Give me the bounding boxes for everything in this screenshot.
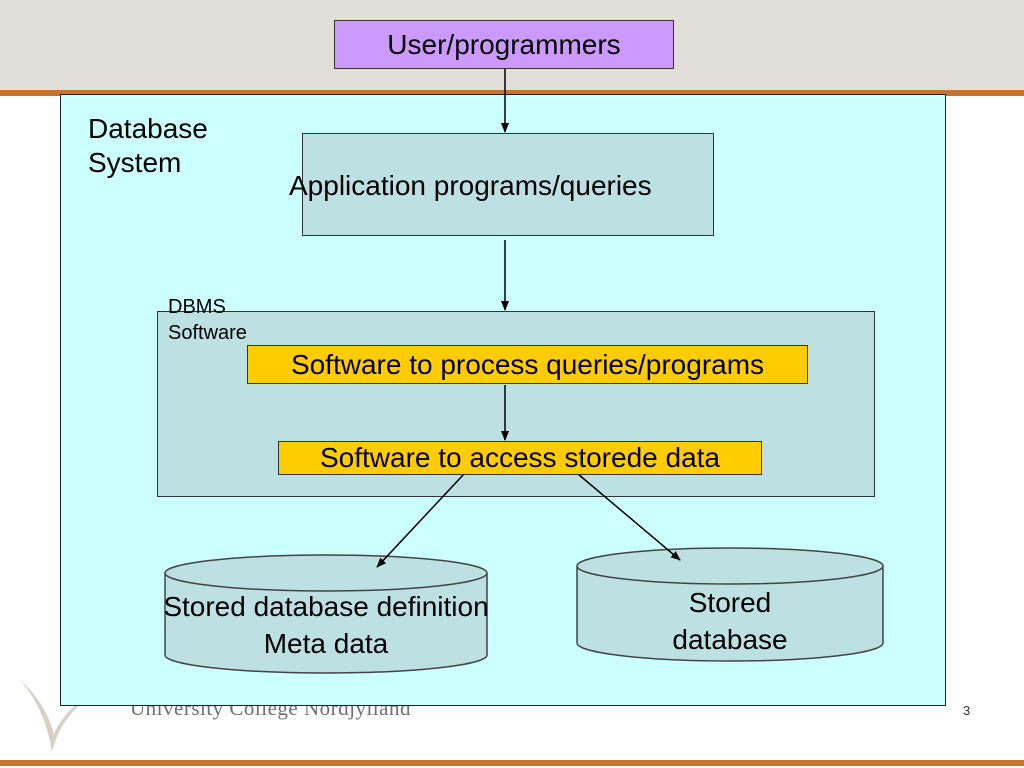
stored-definition-cylinder [164, 554, 488, 674]
page-number: 3 [963, 703, 971, 718]
stored-definition-label: Stored database definition Meta data [126, 588, 526, 662]
footer-rule [0, 760, 1024, 766]
stored-definition-line: Stored database definition [163, 591, 489, 622]
database-system-label: Database System [88, 112, 208, 179]
stored-database-cylinder [576, 547, 884, 662]
stored-database-line: Stored [688, 587, 772, 618]
arrow-access-to-definition [376, 473, 465, 568]
process-queries-box: Software to process queries/programs [247, 345, 808, 384]
dbms-label-line: DBMS [168, 296, 226, 318]
stored-definition-line: Meta data [263, 628, 389, 660]
user-programmers-box: User/programmers [334, 20, 674, 69]
stored-database-line: database [672, 624, 788, 656]
application-programs-box: Application programs/queries [289, 133, 714, 236]
dbms-label-line: Software [168, 322, 247, 344]
stored-database-label: Stored database [580, 584, 880, 658]
database-system-label-line: Database [88, 113, 208, 144]
dbms-software-label: DBMS Software [168, 294, 247, 346]
database-system-label-line: System [88, 146, 182, 178]
access-stored-data-box: Software to access storede data [278, 441, 762, 475]
application-programs-label: Application programs/queries [289, 170, 652, 201]
header-rule [0, 90, 1024, 96]
arrow-access-to-database [577, 473, 681, 561]
